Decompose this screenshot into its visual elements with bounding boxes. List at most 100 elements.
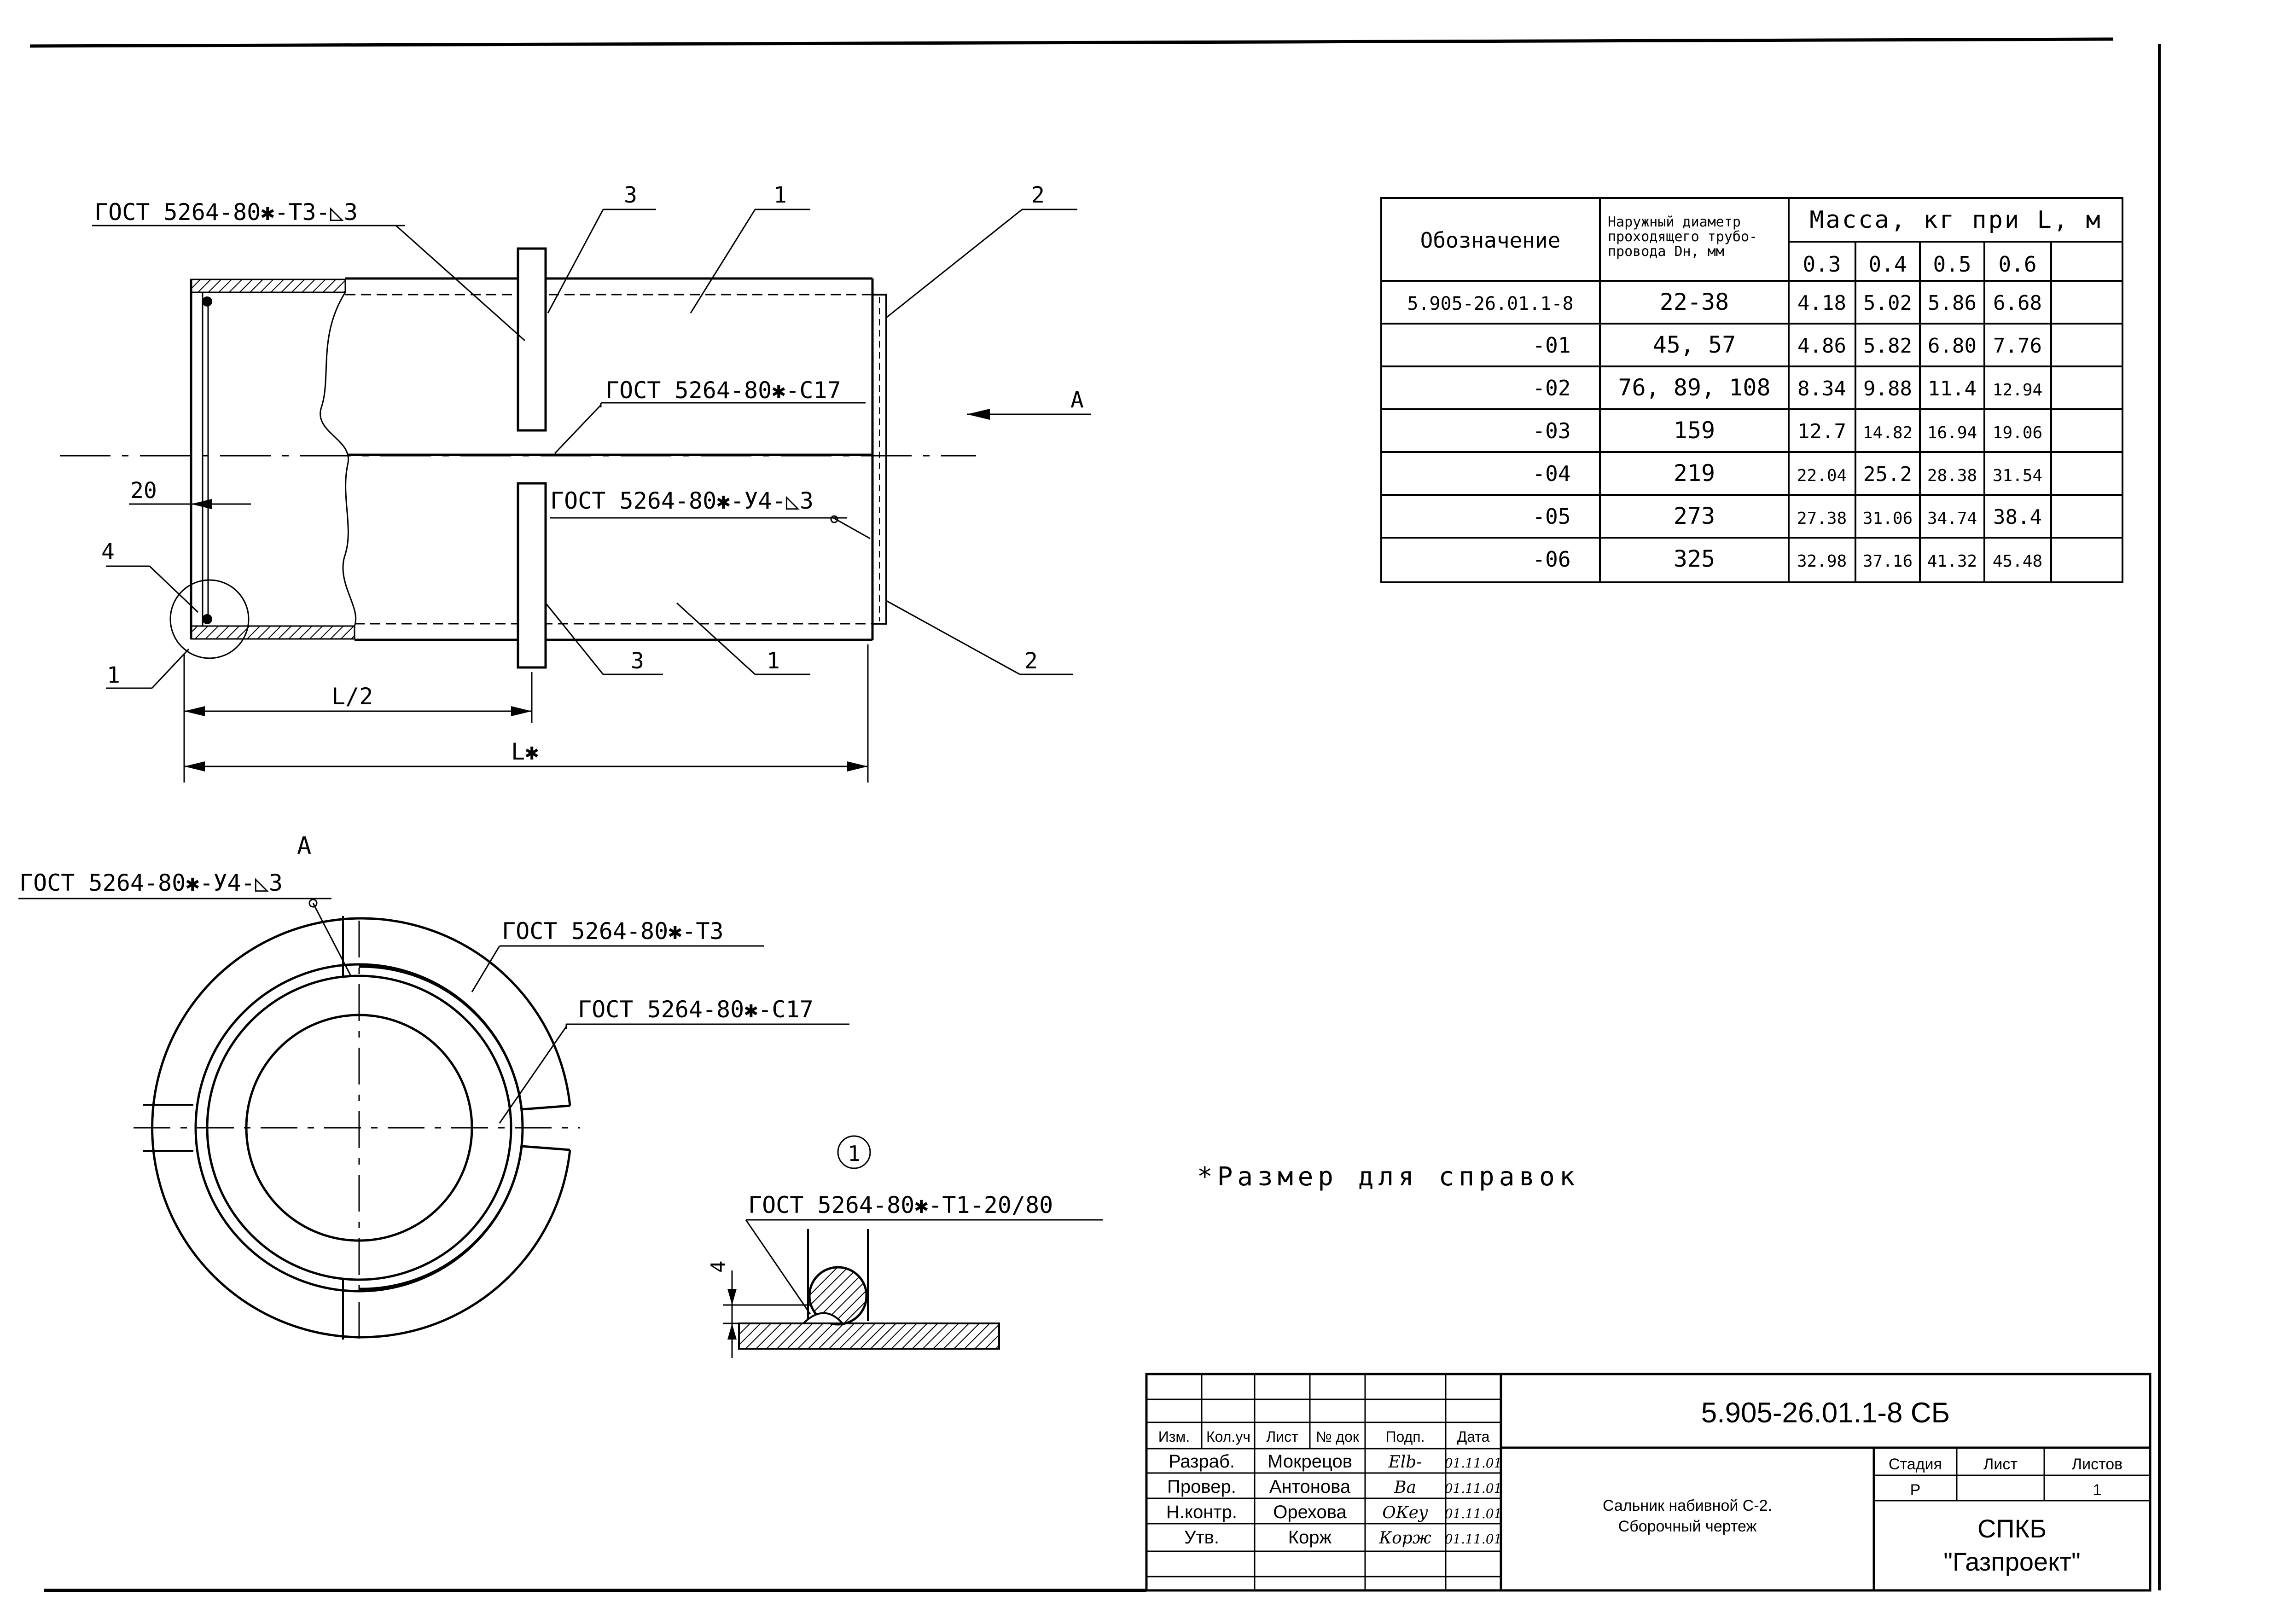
table-mass-value: 8.34: [1797, 377, 1846, 400]
tb-signer-name: Антонова: [1269, 1477, 1351, 1497]
table-mass-value: 38.4: [1993, 505, 2042, 529]
reference-note: *Размер для справок: [1197, 1162, 1580, 1192]
tb-sheets-value: 1: [2093, 1481, 2102, 1499]
rib-top: [517, 247, 547, 432]
tb-header-doc-no: № док: [1316, 1428, 1360, 1445]
assembly-dimensions: [183, 644, 869, 783]
view-arrow-label: А: [1070, 387, 1084, 413]
seal-dot-bottom: [202, 614, 212, 624]
table-length-header: 0.3: [1803, 252, 1841, 277]
outer-pipe-hatch-bottom: [190, 625, 355, 640]
assembly-texts: ГОСТ 5264-80✱-Т3-◺3 3 1 2 ГОСТ 5264-80✱-…: [94, 182, 1084, 765]
table-mass-value: 45.48: [1993, 552, 2042, 571]
table-mass-value: 25.2: [1863, 463, 1912, 486]
position-1-left: 1: [107, 662, 120, 688]
tb-title-line-2: Сборочный чертеж: [1618, 1518, 1757, 1535]
table-mass-value: 7.76: [1993, 334, 2042, 358]
tb-signer-role: Разраб.: [1169, 1451, 1235, 1472]
table-mass-value: 5.02: [1863, 291, 1912, 315]
table-length-header: 0.4: [1868, 252, 1907, 277]
table-designation: -03: [1532, 418, 1570, 443]
tb-org-line-1: СПКБ: [1977, 1514, 2047, 1543]
table-header-mass: Масса, кг при L, м: [1809, 206, 2102, 234]
tb-signer-date: 01.11.01: [1445, 1531, 1502, 1547]
table-diameter: 273: [1674, 503, 1715, 529]
tb-signers: Разраб. Мокрецов Elb- 01.11.01 Провер. Антоно…: [1166, 1451, 1502, 1548]
assembly-side-view: [60, 247, 976, 669]
seal-dot-top: [202, 296, 212, 307]
tb-signer-role: Н.контр.: [1166, 1502, 1237, 1522]
detail-number: 1: [848, 1141, 861, 1166]
outer-pipe-hatch-top: [190, 278, 346, 293]
detail-weld-label: ГОСТ 5264-80✱-Т1-20/80: [748, 1192, 1053, 1218]
table-designation: -04: [1532, 461, 1570, 486]
table-mass-value: 11.4: [1928, 377, 1977, 400]
table-mass-value: 31.06: [1863, 509, 1913, 528]
table-header-diameter-line-2: проходящего трубо-: [1608, 229, 1757, 245]
tb-document-code: 5.905-26.01.1-8 СБ: [1701, 1397, 1950, 1429]
view-a-weld-u4: ГОСТ 5264-80✱-У4-◺3: [19, 870, 283, 896]
detail-1-marker-circle: [169, 579, 250, 659]
tb-signer-date: 01.11.01: [1445, 1506, 1502, 1521]
tb-org-line-2: "Газпроект": [1943, 1547, 2081, 1576]
tb-signer-role: Утв.: [1184, 1527, 1219, 1548]
assembly-leaders: [92, 209, 1091, 689]
dimension-20: 20: [130, 478, 157, 504]
table-length-header: 0.6: [1998, 252, 2036, 277]
table-diameter: 159: [1674, 417, 1715, 444]
tb-signer-date: 01.11.01: [1445, 1481, 1502, 1496]
dimension-half-length: L/2: [331, 683, 373, 710]
position-1-bottom: 1: [767, 648, 780, 674]
table-mass-value: 9.88: [1863, 377, 1912, 400]
dimension-length: L✱: [511, 738, 539, 765]
tb-header-kol-uch: Кол.уч: [1206, 1428, 1250, 1445]
mass-table: Обозначение Наружный диаметр проходящего…: [1380, 197, 2123, 583]
position-2-top: 2: [1031, 182, 1045, 208]
detail-1: 1 ГОСТ 5264-80✱-Т1-20/80 4: [707, 1135, 1103, 1358]
table-mass-value: 37.16: [1863, 552, 1913, 571]
title-block: Изм. Кол.уч Лист № док Подп. Дата Разраб…: [1145, 1373, 2151, 1592]
table-mass-value: 4.18: [1797, 291, 1846, 315]
tb-header-date: Дата: [1457, 1428, 1490, 1445]
tb-header-izm: Изм.: [1158, 1428, 1190, 1445]
table-designation: -05: [1532, 504, 1570, 529]
table-mass-value: 19.06: [1993, 423, 2042, 442]
table-header-diameter-line-1: Наружный диаметр: [1608, 214, 1741, 230]
position-4: 4: [101, 539, 115, 565]
table-length-header: 0.5: [1933, 252, 1971, 277]
view-a-weld-c17: ГОСТ 5264-80✱-С17: [578, 996, 814, 1023]
tb-signer-signature: ОКеу: [1382, 1503, 1428, 1522]
tb-stage-label: Стадия: [1889, 1456, 1942, 1473]
table-mass-value: 12.94: [1993, 381, 2042, 400]
table-designation: -01: [1532, 333, 1570, 358]
tb-header-sign: Подп.: [1386, 1428, 1425, 1445]
tb-signer-role: Провер.: [1167, 1477, 1236, 1497]
table-mass-value: 27.38: [1797, 509, 1847, 528]
table-mass-value: 4.86: [1797, 334, 1846, 358]
detail-number-circle: [837, 1135, 871, 1169]
position-1-top: 1: [773, 182, 787, 208]
weld-label-center: ГОСТ 5264-80✱-С17: [605, 377, 841, 404]
tb-sheet-label: Лист: [1983, 1456, 2018, 1473]
tb-signer-signature: Ba: [1394, 1478, 1416, 1497]
view-a-weld-t3: ГОСТ 5264-80✱-Т3: [502, 918, 724, 945]
weld-label-lower: ГОСТ 5264-80✱-У4-◺3: [550, 487, 814, 514]
sheet-frame: [29, 37, 2161, 1592]
table-diameter: 45, 57: [1653, 331, 1736, 358]
position-2-bottom: 2: [1024, 648, 1038, 674]
flange-ring-right: [872, 294, 887, 625]
tb-stage-value: Р: [1910, 1481, 1921, 1499]
table-diameter: 22-38: [1660, 289, 1729, 315]
rib-bottom: [517, 482, 547, 669]
table-mass-value: 6.68: [1993, 291, 2042, 315]
tb-signer-name: Орехова: [1273, 1502, 1347, 1522]
view-a-title: А: [297, 832, 311, 860]
tb-signer-name: Мокрецов: [1268, 1451, 1352, 1472]
table-designation: -06: [1532, 547, 1570, 572]
table-mass-value: 6.80: [1928, 334, 1977, 358]
tb-header-list: Лист: [1266, 1428, 1298, 1445]
tb-signer-name: Корж: [1288, 1527, 1332, 1548]
table-mass-value: 5.86: [1928, 291, 1977, 315]
tb-signer-signature: Elb-: [1388, 1453, 1422, 1472]
